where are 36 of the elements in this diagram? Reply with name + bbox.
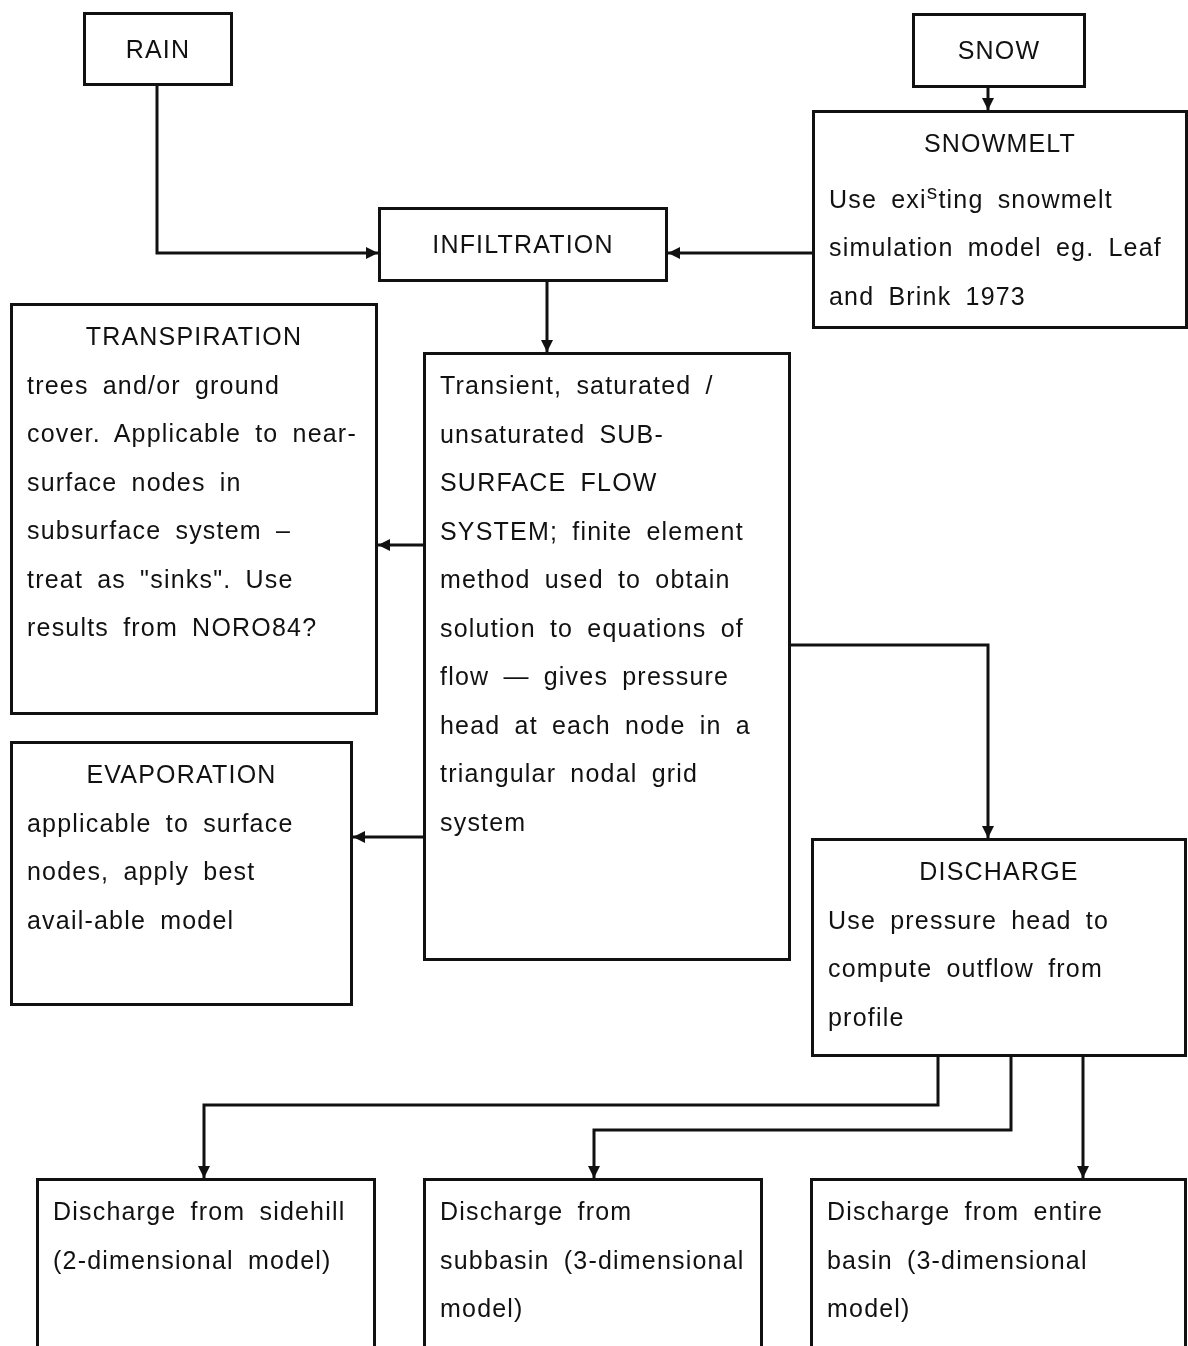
process-box [423,352,791,961]
process-box [812,110,1188,329]
process-box [912,13,1086,88]
arrow [541,282,553,352]
box-text: RAIN [125,33,191,65]
arrow [378,539,423,551]
box-text: trees and/or ground cover. Applicable to near-surface nodes in subsurface system – treat as "sinks". Use results from NORO84? [27,369,358,643]
arrow [791,643,994,838]
process-box [423,1178,763,1346]
box-text: INFILTRATION [432,229,614,261]
arrow [668,247,812,259]
process-box [36,1178,376,1346]
process-box [10,741,353,1006]
arrow [588,1057,1013,1178]
box-text: Transient, saturated / unsaturated SUB-SURFACE FLOW SYSTEM; finite element method used to obtain solution to equations of flow — gives pressure head at each node in a triangular nodal grid system [440,370,752,838]
box-text: applicable to surface nodes, apply best avail-able model [27,807,295,936]
arrow [1077,1057,1089,1178]
arrow [982,88,994,110]
box-heading: SNOWMELT [922,128,1078,159]
box-text: Discharge from subbasin (3-dimensional model) [440,1196,746,1324]
process-box [810,1178,1187,1346]
process-box [378,207,668,282]
arrow [155,86,378,259]
box-heading: TRANSPIRATION [84,321,304,352]
box-text: Discharge from sidehill (2-dimensional model) [53,1196,347,1276]
box-text: Use pressure head to compute outflow from profile [828,904,1111,1033]
box-text: SNOW [957,35,1041,67]
process-box [811,838,1187,1057]
process-box [83,12,233,86]
arrow [353,831,423,843]
box-text: Use exi$^{s}$ting snowmelt simulation model eg. Leaf and Brink 1973 [829,178,1163,312]
box-text: Discharge from entire basin (3-dimensional model) [827,1196,1105,1324]
arrow [198,1057,940,1178]
box-heading: EVAPORATION [85,759,278,790]
process-box [10,303,378,715]
box-heading: DISCHARGE [918,856,1080,887]
